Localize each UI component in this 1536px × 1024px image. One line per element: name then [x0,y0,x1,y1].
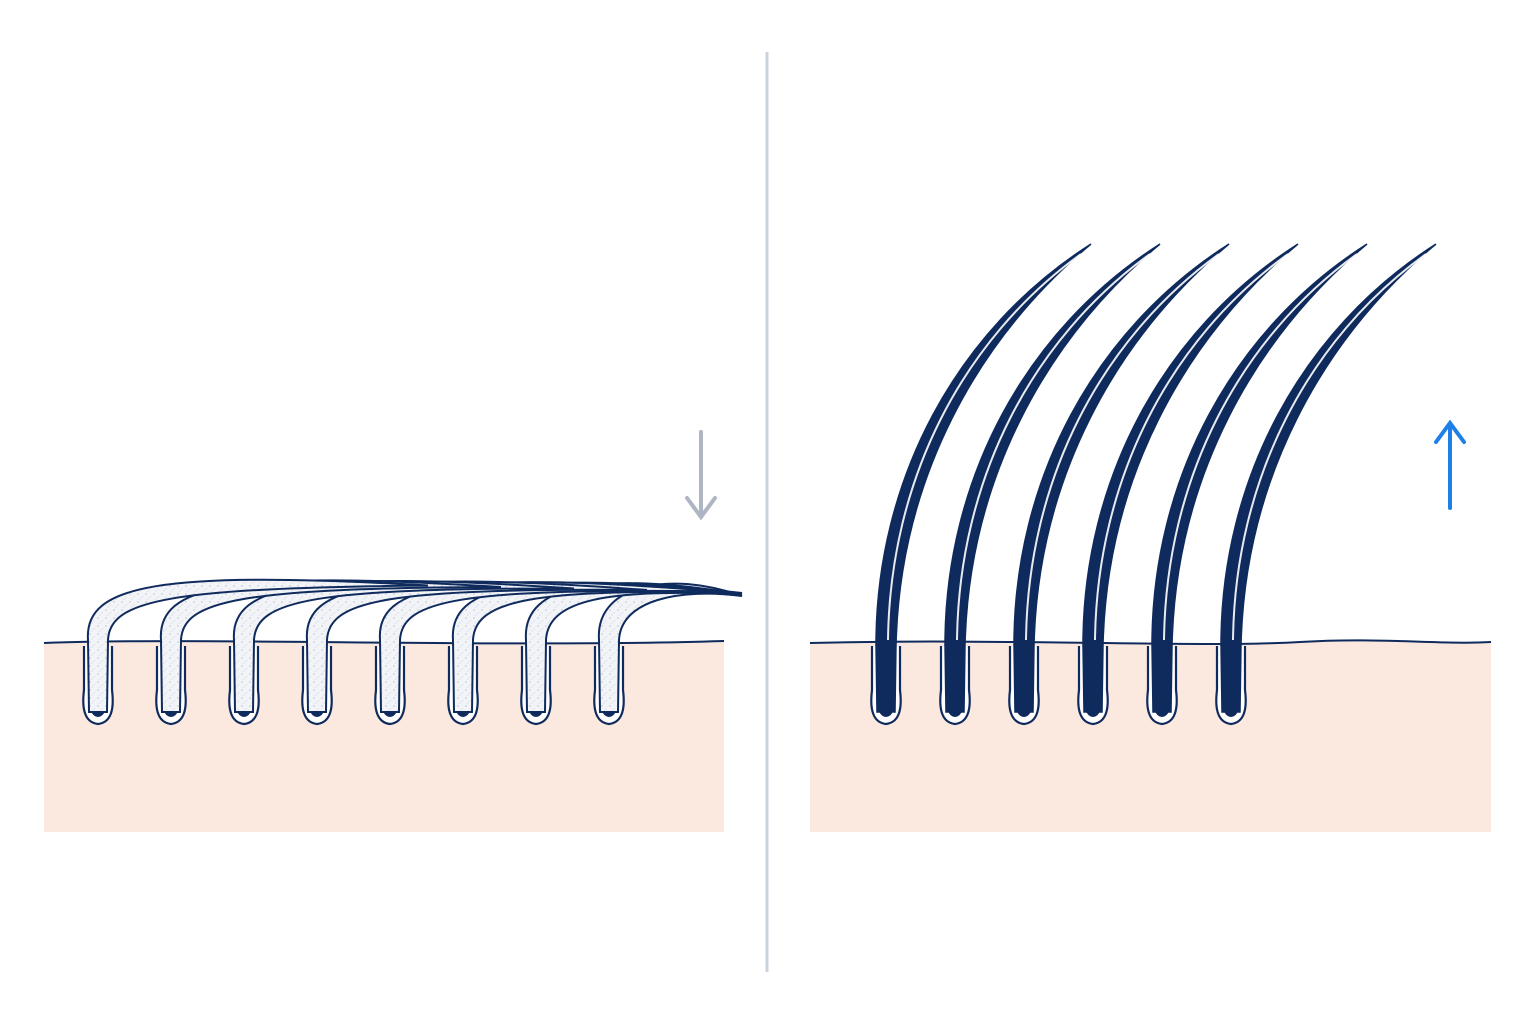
left-hair-strand [451,581,743,713]
left-skin-block [44,641,724,832]
left-panel [43,430,743,832]
right-hair-strand [1220,243,1437,713]
left-hair-strand [597,582,743,713]
right-skin-block [810,640,1491,832]
right-hair-strand [1082,243,1299,713]
left-skin-surface-line [43,640,725,645]
left-hair-strand [524,582,743,713]
left-hair-strand [232,579,575,713]
right-hair-highlight [1163,253,1358,641]
right-hair-highlight [1232,253,1427,641]
right-hair-highlight [887,253,1082,641]
right-hair-strand [1013,243,1230,713]
right-hair-strand [875,243,1092,713]
right-hair-highlight [956,253,1151,641]
arrow-down-icon [685,430,717,521]
left-hair-strand [86,578,429,713]
right-hair-highlight [1025,253,1220,641]
arrow-up-icon [1434,419,1466,510]
left-hair-strand [159,579,502,713]
right-hair-highlight [1094,253,1289,641]
left-hair-strand [305,580,648,713]
left-hairs [86,578,743,713]
right-panel [809,243,1492,832]
right-hairs [875,243,1437,713]
right-hair-strand [1151,243,1368,713]
right-hair-strand [944,243,1161,713]
